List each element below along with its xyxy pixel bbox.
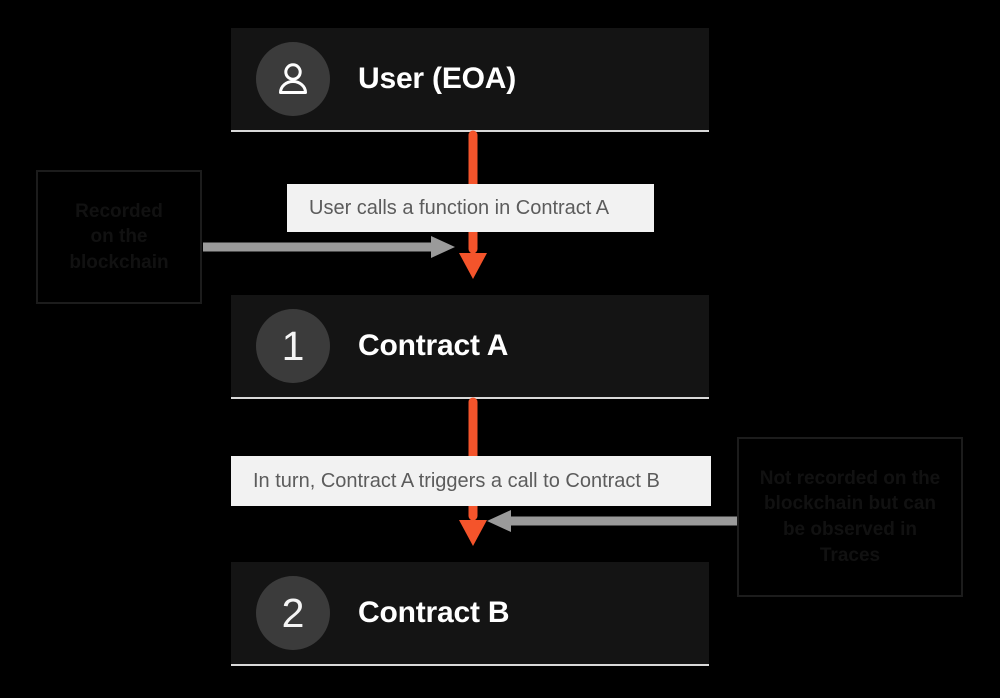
- annotation-line: Recorded: [75, 200, 163, 222]
- step-number-badge-2: 2: [256, 576, 330, 650]
- step-number-badge-1: 1: [256, 309, 330, 383]
- annotation-line: be observed in: [782, 519, 918, 540]
- node-contract-b: 2 Contract B: [231, 562, 709, 666]
- person-icon: [279, 63, 307, 94]
- annotation-left-connector-arrow: [203, 234, 455, 260]
- node-contract-a: 1 Contract A: [231, 295, 709, 399]
- annotation-not-recorded-traces: Not recorded on the blockchain but can b…: [737, 437, 963, 597]
- annotation-line: on the: [90, 226, 148, 248]
- annotation-right-connector-arrow: [487, 508, 737, 534]
- annotation-line: Traces: [819, 544, 881, 566]
- node-contract-a-label: Contract A: [358, 329, 509, 362]
- node-user-label: User (EOA): [358, 62, 517, 95]
- user-avatar-badge: [256, 42, 330, 116]
- node-contract-b-label: Contract B: [358, 596, 510, 629]
- annotation-line: blockchain: [69, 251, 169, 273]
- annotation-line: blockchain but can: [763, 493, 937, 515]
- node-user: User (EOA): [231, 28, 709, 132]
- caption-user-calls-contract-a: User calls a function in Contract A: [287, 184, 654, 232]
- annotation-recorded-on-blockchain: Recorded on the blockchain: [36, 170, 202, 304]
- annotation-line: Not recorded on the: [759, 467, 941, 489]
- caption-contract-a-triggers-contract-b: In turn, Contract A triggers a call to C…: [231, 456, 711, 506]
